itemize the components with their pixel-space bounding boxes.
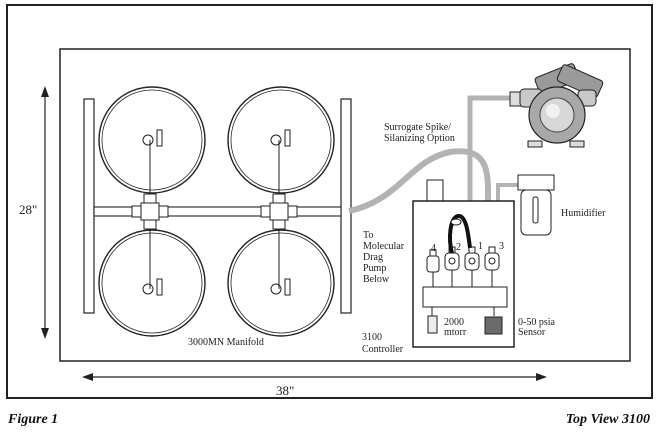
left-rail [83,98,95,314]
humidifier-label: Humidifier [561,208,606,219]
controller-label-line1: 3100 [362,332,382,343]
controller-manifold-bar [422,286,508,308]
surrogate-label-line2: Silanizing Option [384,133,455,144]
valve-number: 3 [499,241,504,252]
cross-fitting-right [260,193,298,230]
outer-frame [6,4,653,399]
molecular-label-line1: To [363,230,373,241]
manifold-pipe [93,206,342,217]
molecular-label-line5: Below [363,274,390,285]
molecular-label-line4: Pump [363,263,386,274]
width-dimension [82,373,547,381]
manifold-label: 3000MN Manifold [188,337,264,348]
canister-bottom-left [98,229,206,337]
gauge-label-line2: mtorr [444,327,467,338]
valve-3 [484,246,500,287]
height-dimension [41,86,49,339]
molecular-label-line3: Drag [363,252,383,263]
view-caption: Top View 3100 [565,412,650,427]
controller-label-line2: Controller [362,344,404,355]
drag-pump-hose [448,214,472,254]
surrogate-fitting [426,179,444,203]
vacuum-pump [509,63,604,148]
gauge-2000-mtorr [427,315,438,334]
height-label: 28" [19,202,37,217]
molecular-label-line2: Molecular [363,241,405,252]
figure-caption: Figure 1 [8,412,59,427]
canister-bottom-right [227,229,335,337]
surrogate-label-line1: Surrogate Spike/ [384,122,451,133]
cross-fitting-left [131,193,169,230]
sensor-label-line2: Sensor [518,327,546,338]
valve-number: 4 [431,243,436,254]
gauge-label-line1: 2000 [444,317,464,328]
sensor-label-line1: 0-50 psia [518,317,556,328]
surrogate-tube [348,148,492,300]
canister-top-left [98,86,206,194]
canister-top-right [227,86,335,194]
valve-4 [426,249,440,287]
humidifier [517,174,555,236]
valve-number: 1 [478,241,483,252]
valve-number: 2 [456,242,461,253]
hose-end [450,218,462,226]
pressure-sensor [484,316,503,335]
valve-1 [464,246,480,287]
width-label: 38" [276,383,294,398]
right-rail [340,98,352,314]
